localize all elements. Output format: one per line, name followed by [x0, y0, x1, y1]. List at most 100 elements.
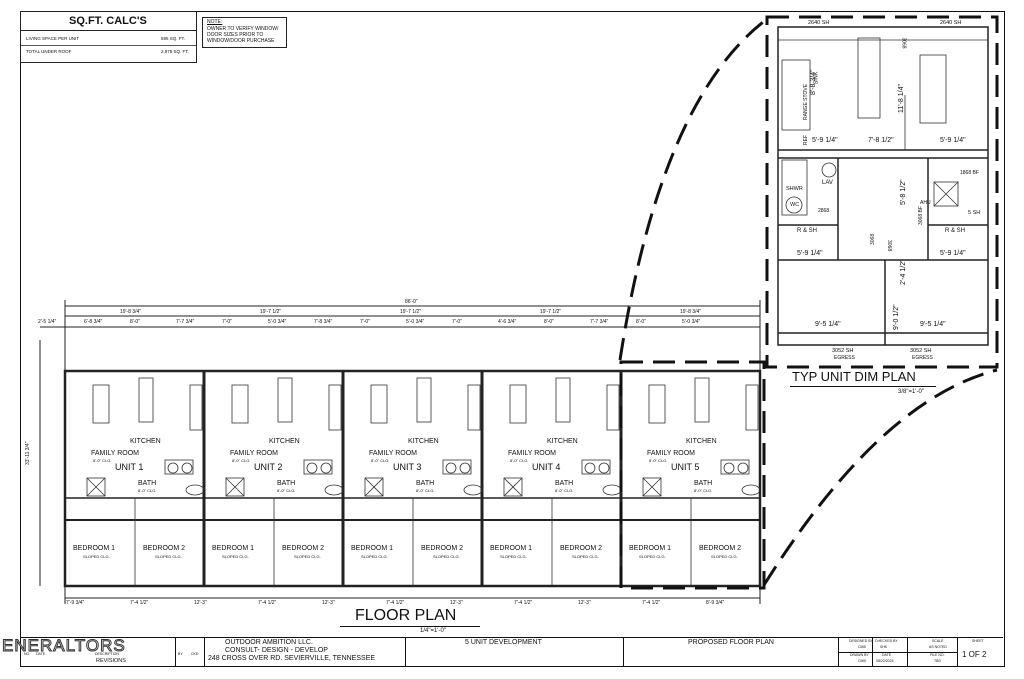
top-dim: 19'-7 1/2": [540, 309, 562, 315]
unit-name-label: UNIT 1: [115, 462, 144, 472]
unit-family-label: FAMILY ROOM: [647, 450, 695, 457]
unit-family-note-label: 8'-0" CLG.: [232, 458, 251, 463]
drawn-by-label: DRAWN BY: [850, 653, 869, 657]
sub-dim: 7'-7 3/4": [590, 319, 609, 325]
unit-fixture: [584, 462, 596, 474]
door-label: 3068: [900, 37, 907, 49]
unit-kitchen-label: KITCHEN: [408, 438, 439, 445]
window-label: 1868 BF: [960, 170, 979, 176]
unit-kitchen-label: KITCHEN: [269, 438, 300, 445]
unit-bath-note-label: 8'-0" CLG.: [277, 488, 296, 493]
dim-label: 9'-5 1/4": [920, 321, 946, 328]
unit-bed2-label: BEDROOM 2: [143, 545, 186, 552]
dim-label: 5'-9 1/4": [812, 137, 838, 144]
top-dim: 19'-7 1/2": [400, 309, 422, 315]
sheet-title: PROPOSED FLOOR PLAN: [688, 639, 774, 646]
dim-label: 5'-9 1/4": [940, 250, 966, 257]
unit-name-label: UNIT 2: [254, 462, 283, 472]
note-line: WINDOW/DOOR PURCHASE: [207, 38, 275, 44]
floor-plan-scale: 1/4"=1'-0": [420, 628, 446, 634]
unit-bath-label: BATH: [138, 480, 157, 487]
unit-fixture: [720, 459, 750, 475]
sub-dim: 7'-8 3/4": [314, 319, 333, 325]
file-label: FILE NO.: [930, 653, 945, 657]
unit-dim-plan-scale: 3/8"=1'-0": [898, 389, 924, 395]
sqft-calc-box: SQ.FT. CALC'S LIVING SPACE PER UNIT 595 …: [20, 11, 197, 63]
dim-label: 9'-0 1/2": [893, 304, 900, 330]
sheet-border: [20, 11, 1005, 667]
unit-kitchen-label: KITCHEN: [547, 438, 578, 445]
unit-fixture: [694, 377, 710, 423]
unit-fixture: [503, 477, 523, 497]
unit-bed1-label: BEDROOM 1: [73, 545, 116, 552]
unit-fixture: [231, 384, 249, 424]
shwr-label: SHWR: [786, 186, 803, 192]
unit-bed2-label: BEDROOM 2: [282, 545, 325, 552]
sub-dim: 6'-8 3/4": [84, 319, 103, 325]
drawn-by-value: CMB: [858, 659, 866, 663]
sqft-row-value: 595 SQ. FT.: [161, 36, 186, 41]
unit-bed2-note-label: SLOPED CLG.: [294, 554, 321, 559]
bottom-dim: 12'-3": [194, 600, 207, 606]
sub-dim: 7'-7 3/4": [176, 319, 195, 325]
egress-note: EGRESS: [834, 355, 855, 361]
unit-fixture: [164, 459, 194, 475]
range-label: RANGE STOVE: [803, 83, 809, 120]
company-address: 248 CROSS OVER RD. SEVIERVILLE, TENNESSE…: [208, 655, 376, 662]
unit-fixture: [370, 384, 388, 424]
unit-fixture: [225, 477, 245, 497]
dim-label: 2'-4 1/2": [900, 259, 907, 285]
unit-fixture: [320, 462, 332, 474]
unit-bed1-note-label: SLOPED CLG.: [500, 554, 527, 559]
file-value: TBD: [934, 659, 941, 663]
unit-fixture: [581, 459, 611, 475]
unit-kitchen-label: KITCHEN: [686, 438, 717, 445]
unit-fixture: [364, 477, 384, 497]
unit-fixture: [92, 384, 110, 424]
unit-fixture: [138, 377, 154, 423]
unit-name-label: UNIT 3: [393, 462, 422, 472]
sub-dim: 7'-0": [360, 319, 370, 325]
unit-fixture: [277, 377, 293, 423]
sub-dim: 2'-5 1/4": [38, 319, 57, 325]
unit-family-label: FAMILY ROOM: [230, 450, 278, 457]
bottom-dim: 7'-4 1/2": [642, 600, 661, 606]
unit-family-note-label: 8'-0" CLG.: [510, 458, 529, 463]
dim-label: 5'-9 1/4": [940, 137, 966, 144]
unit-bed2-note-label: SLOPED CLG.: [711, 554, 738, 559]
date-value: 08/22/2024: [876, 659, 894, 663]
unit-fixture: [648, 384, 666, 424]
unit-dim-plan-title: TYP UNIT DIM PLAN: [792, 369, 916, 384]
unit-bath-note-label: 8'-0" CLG.: [416, 488, 435, 493]
floor-plan-title-underline: [340, 626, 480, 627]
unit-fixture: [555, 377, 571, 423]
unit-fixture: [189, 384, 203, 431]
wc-label: WC: [790, 202, 800, 208]
note-box: NOTE: OWNER TO VERIFY WINDOW/ DOOR SIZES…: [202, 17, 287, 48]
unit-fixture: [642, 477, 662, 497]
window-label: 5 SH: [968, 210, 981, 216]
egress-note: EGRESS: [912, 355, 933, 361]
unit-fixture: [723, 462, 735, 474]
top-dim: 19'-7 1/2": [260, 309, 282, 315]
unit-name-label: UNIT 4: [532, 462, 561, 472]
unit-bath-label: BATH: [277, 480, 296, 487]
unit-bed1-label: BEDROOM 1: [629, 545, 672, 552]
unit-fixture: [459, 462, 471, 474]
rev-header: DESCRIPTION: [95, 652, 119, 656]
revisions-label: REVISIONS: [96, 658, 126, 664]
date-label: DATE: [882, 653, 892, 657]
checked-by-label: CHECKED BY: [875, 639, 898, 643]
bottom-dim: 12'-3": [322, 600, 335, 606]
checked-by-value: SHK: [880, 645, 888, 649]
unit-bed2-note-label: SLOPED CLG.: [572, 554, 599, 559]
closet-label: R & SH: [797, 228, 818, 234]
unit-fixture: [167, 462, 179, 474]
unit-fixture: [598, 462, 610, 474]
unit-fixture: [503, 477, 523, 497]
unit-fixture: [445, 462, 457, 474]
bottom-dim: 7'-4 1/2": [258, 600, 277, 606]
